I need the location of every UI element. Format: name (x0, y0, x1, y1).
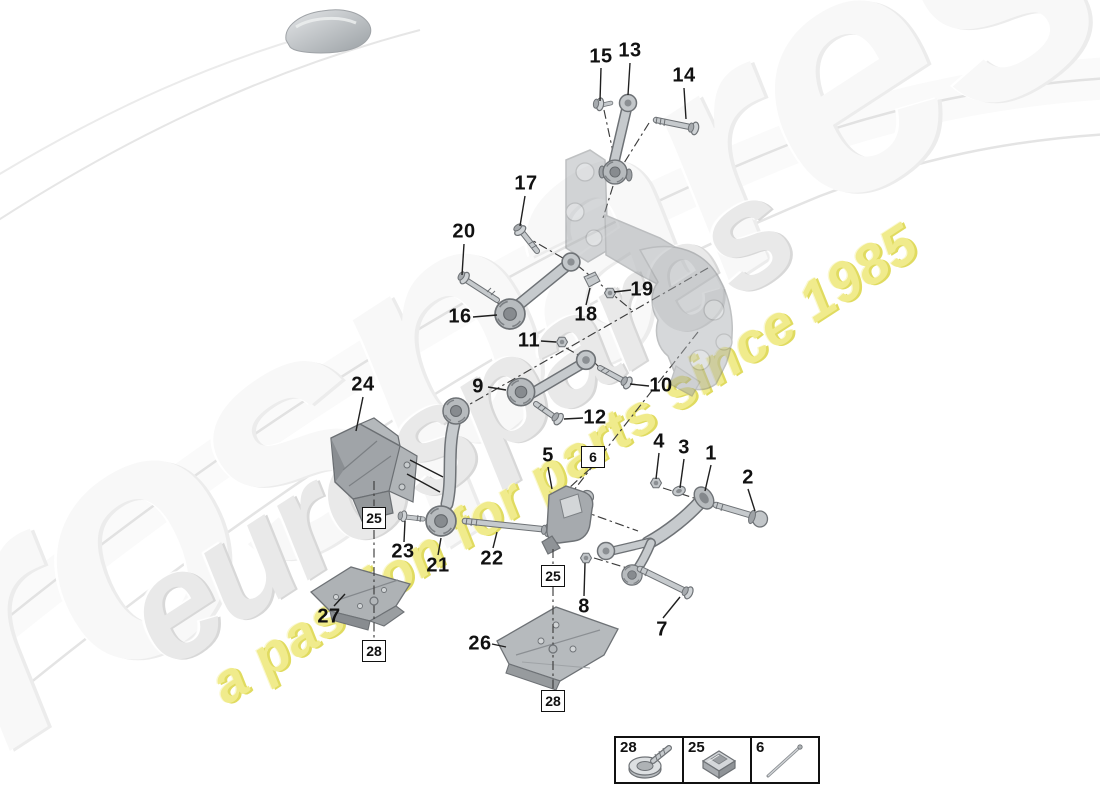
part-18-washer (583, 271, 601, 288)
callout-25-boxed: 25 (362, 507, 386, 529)
part-20-bolt (455, 268, 500, 303)
part-9-link (506, 349, 597, 407)
callout-6-boxed: 6 (581, 446, 605, 468)
callout-20: 20 (452, 220, 476, 243)
car-body-icon (285, 9, 372, 54)
callout-18: 18 (574, 303, 598, 326)
callout-8: 8 (578, 595, 590, 618)
callout-14: 14 (672, 64, 696, 87)
part-26-shield-plate (496, 606, 619, 691)
callout-28-boxed: 28 (362, 640, 386, 662)
legend-cell-pin: 6 (750, 738, 818, 782)
clip-nut-icon (701, 750, 737, 780)
part-21-arm (425, 397, 470, 537)
part-12-bolt (533, 401, 566, 428)
callout-16: 16 (448, 305, 472, 328)
callout-24: 24 (351, 373, 375, 396)
part-23-bolt (396, 509, 426, 523)
callout-11: 11 (517, 329, 541, 352)
callout-2: 2 (742, 466, 754, 489)
callout-13: 13 (618, 39, 642, 62)
part-3-washer (672, 485, 686, 497)
part-13-link (598, 93, 638, 185)
callout-26: 26 (468, 632, 492, 655)
callout-15: 15 (589, 45, 613, 68)
callout-5: 5 (542, 444, 554, 467)
screw-28-on-plate-26 (548, 644, 558, 654)
legend-cell-screw: 28 (616, 738, 682, 782)
callout-1: 1 (705, 442, 717, 465)
screw-28-on-plate-27 (369, 596, 379, 606)
callout-3: 3 (678, 436, 690, 459)
callout-23: 23 (391, 540, 415, 563)
part-2-bolt (712, 501, 769, 528)
part-27-shield-plate (309, 566, 412, 631)
part-17-bolt (510, 220, 540, 254)
part-14-bolt (652, 116, 701, 137)
legend-table: 28 25 (614, 736, 820, 784)
assembly-dash-lines (369, 481, 558, 689)
callout-7: 7 (656, 618, 668, 641)
pin-icon (766, 744, 803, 778)
callout-27: 27 (317, 605, 341, 628)
part-wheel-carrier (565, 149, 733, 397)
callout-19: 19 (630, 278, 654, 301)
part-5-mount (541, 485, 595, 555)
callout-12: 12 (583, 406, 607, 429)
part-22-bolt (461, 517, 553, 538)
callout-10: 10 (649, 374, 673, 397)
callout-22: 22 (480, 547, 504, 570)
callout-28-boxed: 28 (541, 690, 565, 712)
callout-17: 17 (514, 172, 538, 195)
callout-21: 21 (426, 554, 450, 577)
part-7-bolt (636, 565, 696, 601)
callout-25-boxed: 25 (541, 565, 565, 587)
legend-number: 28 (620, 739, 637, 756)
callout-leader-lines (333, 62, 756, 648)
legend-cell-clip: 25 (682, 738, 750, 782)
callout-4: 4 (653, 430, 665, 453)
part-10-bolt (597, 365, 635, 391)
legend-number: 25 (688, 739, 705, 756)
legend-number: 6 (756, 739, 765, 756)
part-15-bolt (591, 96, 614, 112)
flange-screw-icon (628, 745, 672, 779)
callout-9: 9 (472, 375, 484, 398)
part-16-arm (494, 252, 581, 330)
